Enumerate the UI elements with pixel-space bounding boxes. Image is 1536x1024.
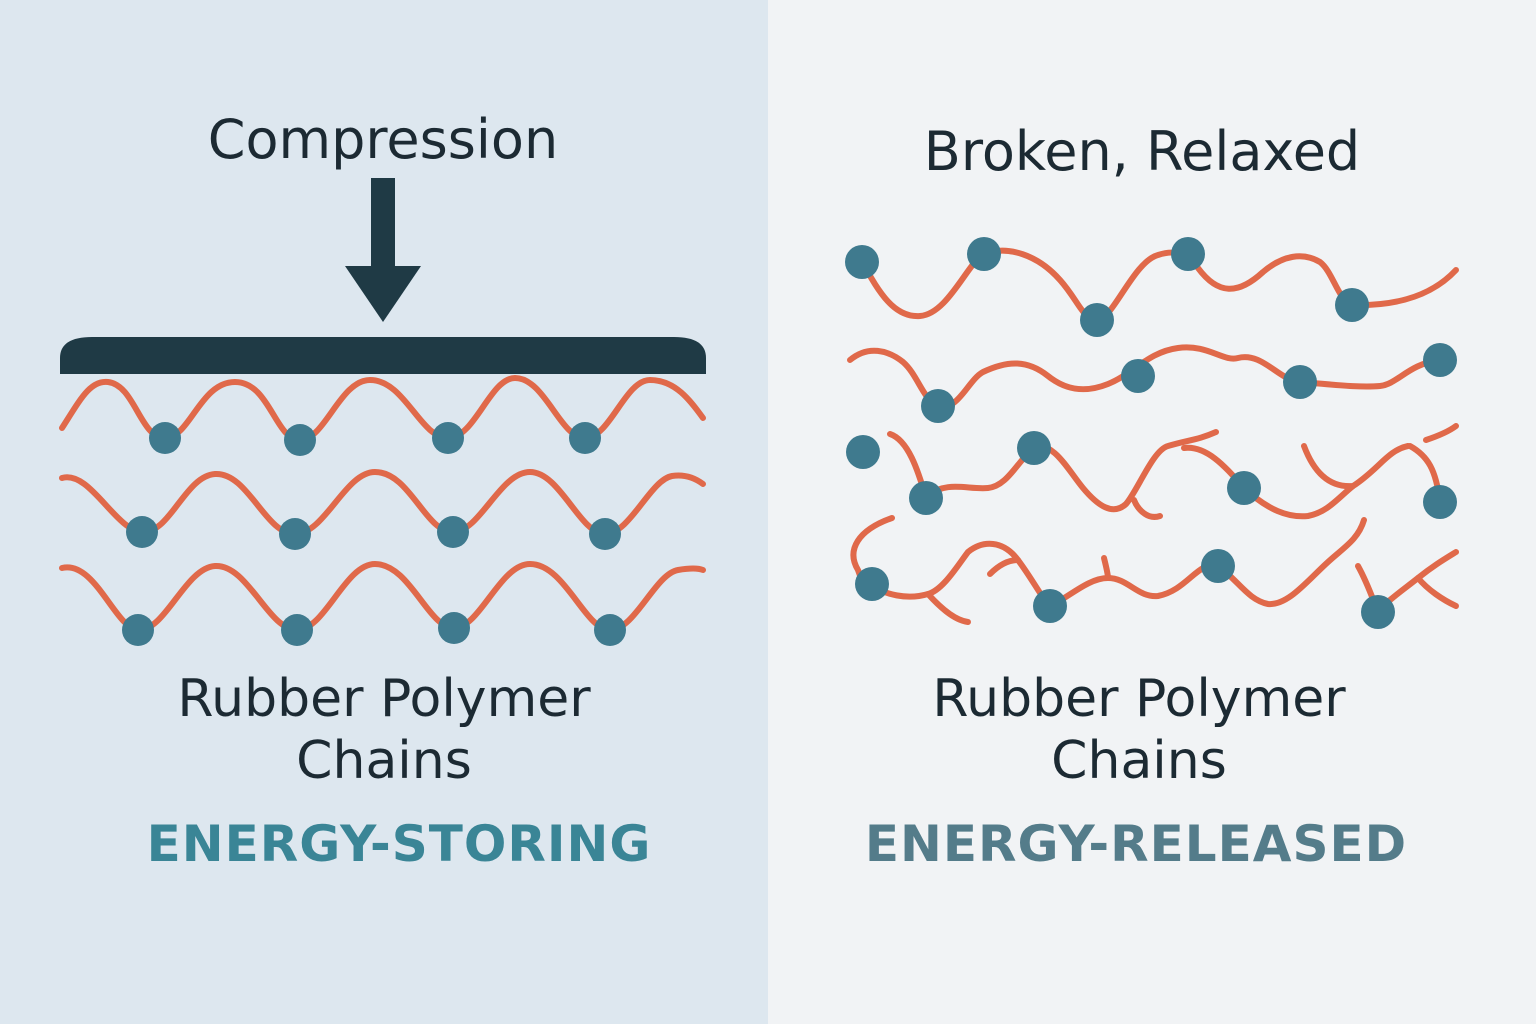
crosslink-node — [1121, 359, 1155, 393]
crosslink-node — [281, 614, 313, 646]
crosslink-node — [569, 422, 601, 454]
compressed-chains-figure — [59, 178, 706, 646]
left-chains-label-line1: Rubber Polymer — [177, 669, 591, 729]
crosslink-node — [1227, 471, 1261, 505]
crosslink-node — [967, 237, 1001, 271]
relaxed-chain-4j — [1415, 575, 1459, 609]
crosslink-node — [122, 614, 154, 646]
right-chains-label-line2: Chains — [1051, 731, 1227, 791]
right-chains-label: Rubber Polymer Chains — [755, 668, 1523, 792]
compressed-chain-2 — [59, 468, 706, 538]
relaxed-chain-4c — [925, 591, 971, 625]
crosslink-node — [594, 614, 626, 646]
left-chains-label: Rubber Polymer Chains — [0, 668, 768, 792]
crosslink-node — [1335, 288, 1369, 322]
crosslink-node — [921, 389, 955, 423]
compression-title: Compression — [207, 108, 559, 171]
crosslink-node — [126, 516, 158, 548]
crosslink-node — [1201, 549, 1235, 583]
crosslink-node — [589, 518, 621, 550]
relaxed-chain-3e — [1181, 444, 1356, 520]
crosslink-node — [437, 516, 469, 548]
relaxed-chain-4b — [869, 540, 1053, 609]
crosslink-node — [432, 422, 464, 454]
crosslink-node — [1361, 595, 1395, 629]
relaxed-chain-3h — [1423, 423, 1459, 443]
compressed-crosslink-nodes — [122, 422, 626, 646]
relaxed-chain-3c — [1031, 429, 1219, 513]
compression-arrow — [345, 178, 421, 322]
crosslink-node — [1080, 303, 1114, 337]
crosslink-node — [284, 424, 316, 456]
crosslink-node — [1423, 485, 1457, 519]
relaxed-chain-3b — [923, 445, 1037, 499]
crosslink-node — [846, 435, 880, 469]
relaxed-chain-4d — [987, 557, 1021, 577]
relaxed-chain-3d — [1131, 497, 1163, 520]
crosslink-node — [1033, 589, 1067, 623]
energy-storing-label: ENERGY-STORING — [146, 815, 652, 873]
relaxed-chains-figure — [845, 237, 1459, 629]
right-chains-label-line1: Rubber Polymer — [932, 669, 1346, 729]
crosslink-node — [1017, 431, 1051, 465]
crosslink-node — [1171, 237, 1205, 271]
crosslink-node — [855, 567, 889, 601]
crosslink-node — [149, 422, 181, 454]
relaxed-panel: Broken, Relaxed — [768, 0, 1536, 1024]
relaxed-chain-4f — [1101, 555, 1111, 581]
relaxed-chain-3f — [1301, 443, 1411, 490]
crosslink-node — [909, 481, 943, 515]
relaxed-crosslink-nodes — [845, 237, 1457, 629]
broken-relaxed-title: Broken, Relaxed — [923, 120, 1361, 183]
left-chains-label-line2: Chains — [296, 731, 472, 791]
relaxed-chain-4g — [1215, 517, 1367, 608]
compressed-panel: Compression — [0, 0, 768, 1024]
relaxed-chain-1 — [859, 247, 1459, 324]
compression-plate — [60, 337, 706, 374]
relaxed-chain-4e — [1047, 562, 1221, 609]
crosslink-node — [1423, 343, 1457, 377]
crosslink-node — [845, 245, 879, 279]
crosslink-node — [279, 518, 311, 550]
energy-released-label: ENERGY-RELEASED — [864, 815, 1408, 873]
crosslink-node — [438, 612, 470, 644]
crosslink-node — [1283, 365, 1317, 399]
